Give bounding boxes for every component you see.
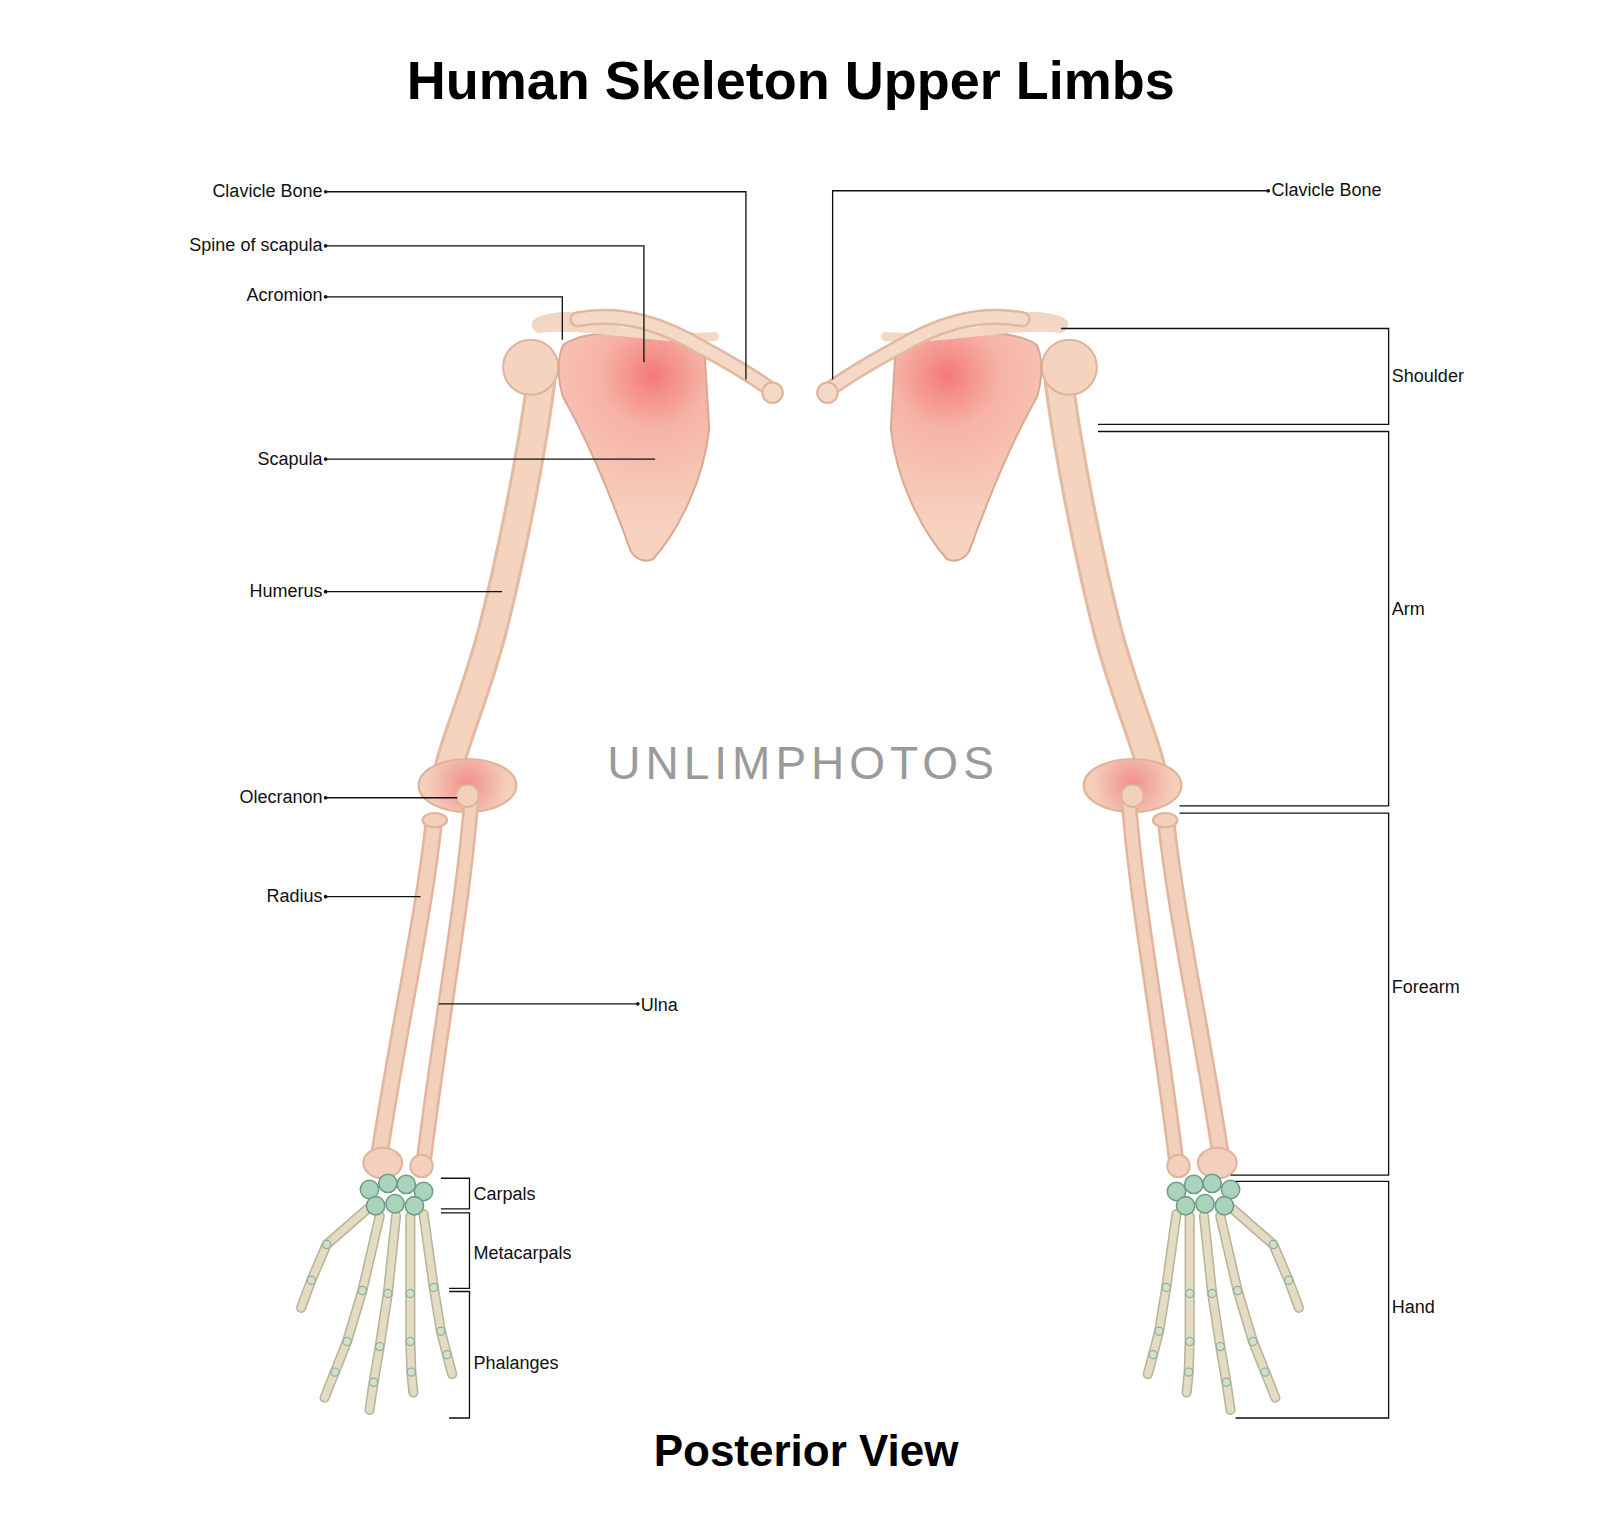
part-label: Clavicle Bone — [1271, 180, 1381, 201]
diagram-title: Human Skeleton Upper Limbs — [407, 49, 1175, 111]
mirrored-arm — [817, 317, 1299, 1410]
arm-bones — [301, 317, 783, 1410]
part-label: Phalanges — [473, 1353, 558, 1374]
part-label: Humerus — [249, 581, 322, 602]
part-label: Metacarpals — [473, 1243, 571, 1264]
diagram-caption: Posterior View — [654, 1426, 959, 1477]
region-label: Forearm — [1392, 977, 1460, 998]
part-label: Acromion — [246, 285, 322, 306]
part-label: Spine of scapula — [189, 235, 322, 256]
part-label: Carpals — [473, 1184, 535, 1205]
region-label: Hand — [1392, 1297, 1435, 1318]
watermark: UNLIMPHOTOS — [607, 737, 999, 790]
part-label: Radius — [266, 886, 322, 907]
region-label: Shoulder — [1392, 366, 1464, 387]
part-label: Ulna — [641, 995, 678, 1016]
leader-lines — [327, 191, 1389, 1418]
part-label: Scapula — [257, 449, 322, 470]
part-label: Olecranon — [239, 787, 322, 808]
region-label: Arm — [1392, 599, 1425, 620]
leader-dots — [324, 189, 1270, 1006]
part-label: Clavicle Bone — [212, 181, 322, 202]
